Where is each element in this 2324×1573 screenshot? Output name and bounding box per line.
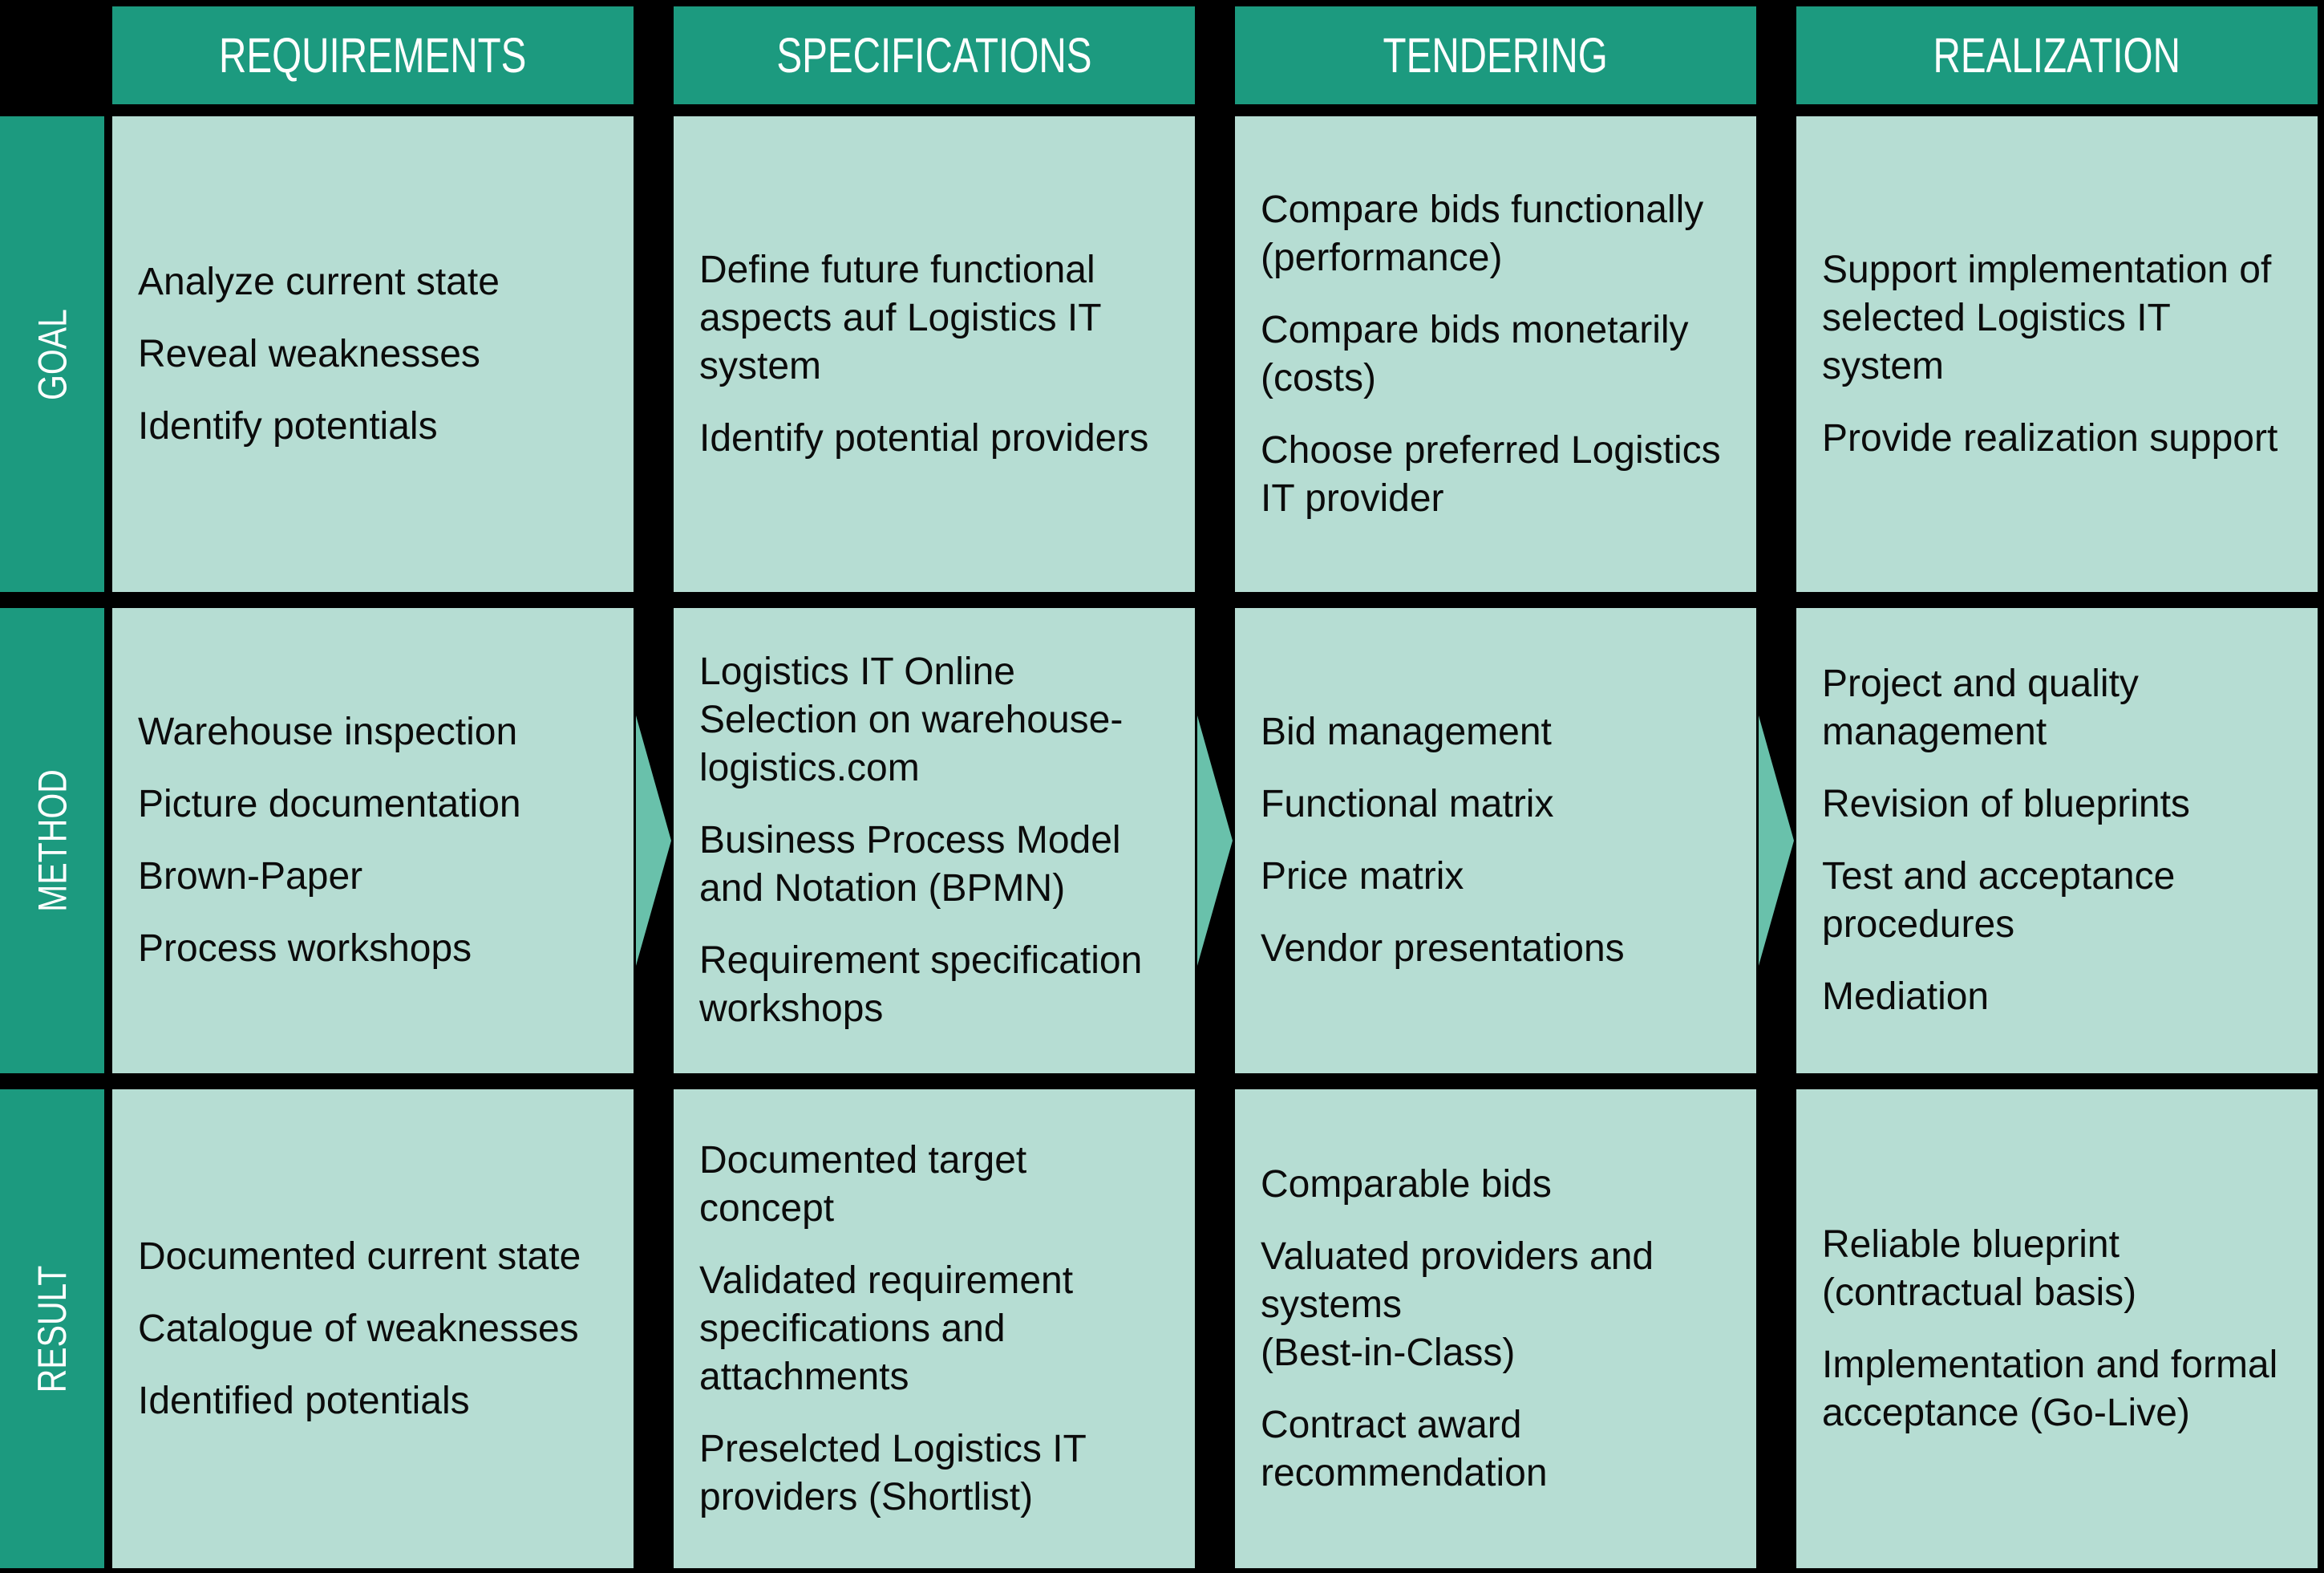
column-header-label: SPECIFICATIONS xyxy=(776,28,1092,83)
column-header-label: REQUIREMENTS xyxy=(219,28,527,83)
cell-result-requirements: Documented current state Catalogue of we… xyxy=(112,1089,634,1568)
cell-item: Revision of blueprints xyxy=(1822,783,2190,825)
arrow-right-icon xyxy=(636,716,671,966)
column-header-label: TENDERING xyxy=(1383,28,1609,83)
cell-item: Provide realization support xyxy=(1822,416,2278,460)
cell-item: Functional matrix xyxy=(1261,783,1554,825)
column-header-tendering: TENDERING xyxy=(1235,6,1756,104)
cell-item: Define future functional aspects auf Log… xyxy=(699,248,1112,387)
cell-item: Process workshops xyxy=(138,927,472,970)
column-header-requirements: REQUIREMENTS xyxy=(112,6,634,104)
cell-item: Identify potentials xyxy=(138,404,438,448)
cell-method-tendering: Bid management Functional matrix Price m… xyxy=(1235,608,1756,1073)
cell-item: Identified potentials xyxy=(138,1379,470,1422)
cell-result-tendering: Comparable bids Valuated providers and s… xyxy=(1235,1089,1756,1568)
row-header-result: RESULT xyxy=(0,1089,104,1568)
cell-item: Price matrix xyxy=(1261,855,1464,898)
cell-item: Reliable blueprint (contractual basis) xyxy=(1822,1222,2137,1314)
cell-item: Compare bids functionally (performance) xyxy=(1261,188,1715,279)
cell-item: Choose preferred Logistics IT provider xyxy=(1261,428,1731,520)
cell-result-realization: Reliable blueprint (contractual basis) I… xyxy=(1796,1089,2318,1568)
column-header-specifications: SPECIFICATIONS xyxy=(674,6,1195,104)
cell-goal-specifications: Define future functional aspects auf Log… xyxy=(674,116,1195,592)
row-header-label: METHOD xyxy=(30,769,75,912)
cell-item: Vendor presentations xyxy=(1261,927,1625,970)
cell-item: Brown-Paper xyxy=(138,855,363,898)
cell-item: Preselcted Logistics IT providers (Short… xyxy=(699,1427,1097,1518)
cell-item: Business Process Model and Notation (BPM… xyxy=(699,819,1132,910)
cell-goal-realization: Support implementation of selected Logis… xyxy=(1796,116,2318,592)
cell-item: Picture documentation xyxy=(138,783,521,825)
row-header-label: RESULT xyxy=(30,1265,75,1393)
cell-item: Contract award recommendation xyxy=(1261,1403,1548,1494)
cell-item: Identify potential providers xyxy=(699,416,1149,460)
row-header-goal: GOAL xyxy=(0,116,104,592)
cell-result-specifications: Documented target concept Validated requ… xyxy=(674,1089,1195,1568)
cell-item: Comparable bids xyxy=(1261,1162,1552,1206)
cell-item: Valuated providers and systems (Best-in-… xyxy=(1261,1234,1654,1374)
column-header-realization: REALIZATION xyxy=(1796,6,2318,104)
cell-item: Documented target concept xyxy=(699,1138,1038,1230)
row-header-label: GOAL xyxy=(30,308,75,400)
cell-item: Compare bids monetarily (costs) xyxy=(1261,308,1699,399)
column-header-label: REALIZATION xyxy=(1933,28,2181,83)
cell-item: Mediation xyxy=(1822,975,1990,1018)
cell-goal-tendering: Compare bids functionally (performance) … xyxy=(1235,116,1756,592)
cell-method-specifications: Logistics IT Online Selection on warehou… xyxy=(674,608,1195,1073)
cell-item: Reveal weaknesses xyxy=(138,332,480,375)
cell-item: Implementation and formal acceptance (Go… xyxy=(1822,1343,2289,1434)
arrow-right-icon xyxy=(1759,716,1794,966)
cell-method-requirements: Warehouse inspection Picture documentati… xyxy=(112,608,634,1073)
cell-item: Test and acceptance procedures xyxy=(1822,855,2186,946)
cell-item: Analyze current state xyxy=(138,260,500,303)
cell-item: Project and quality management xyxy=(1822,663,2150,753)
cell-item: Validated requirement specifications and… xyxy=(699,1259,1084,1398)
arrow-right-icon xyxy=(1197,716,1233,966)
row-header-method: METHOD xyxy=(0,608,104,1073)
cell-item: Support implementation of selected Logis… xyxy=(1822,248,2282,387)
cell-method-realization: Project and quality management Revision … xyxy=(1796,608,2318,1073)
cell-item: Logistics IT Online Selection on warehou… xyxy=(699,651,1124,789)
cell-item: Documented current state xyxy=(138,1234,581,1278)
cell-item: Bid management xyxy=(1261,711,1552,753)
cell-item: Requirement specification workshops xyxy=(699,939,1153,1030)
cell-item: Catalogue of weaknesses xyxy=(138,1307,579,1350)
cell-goal-requirements: Analyze current state Reveal weaknesses … xyxy=(112,116,634,592)
cell-item: Warehouse inspection xyxy=(138,711,518,753)
